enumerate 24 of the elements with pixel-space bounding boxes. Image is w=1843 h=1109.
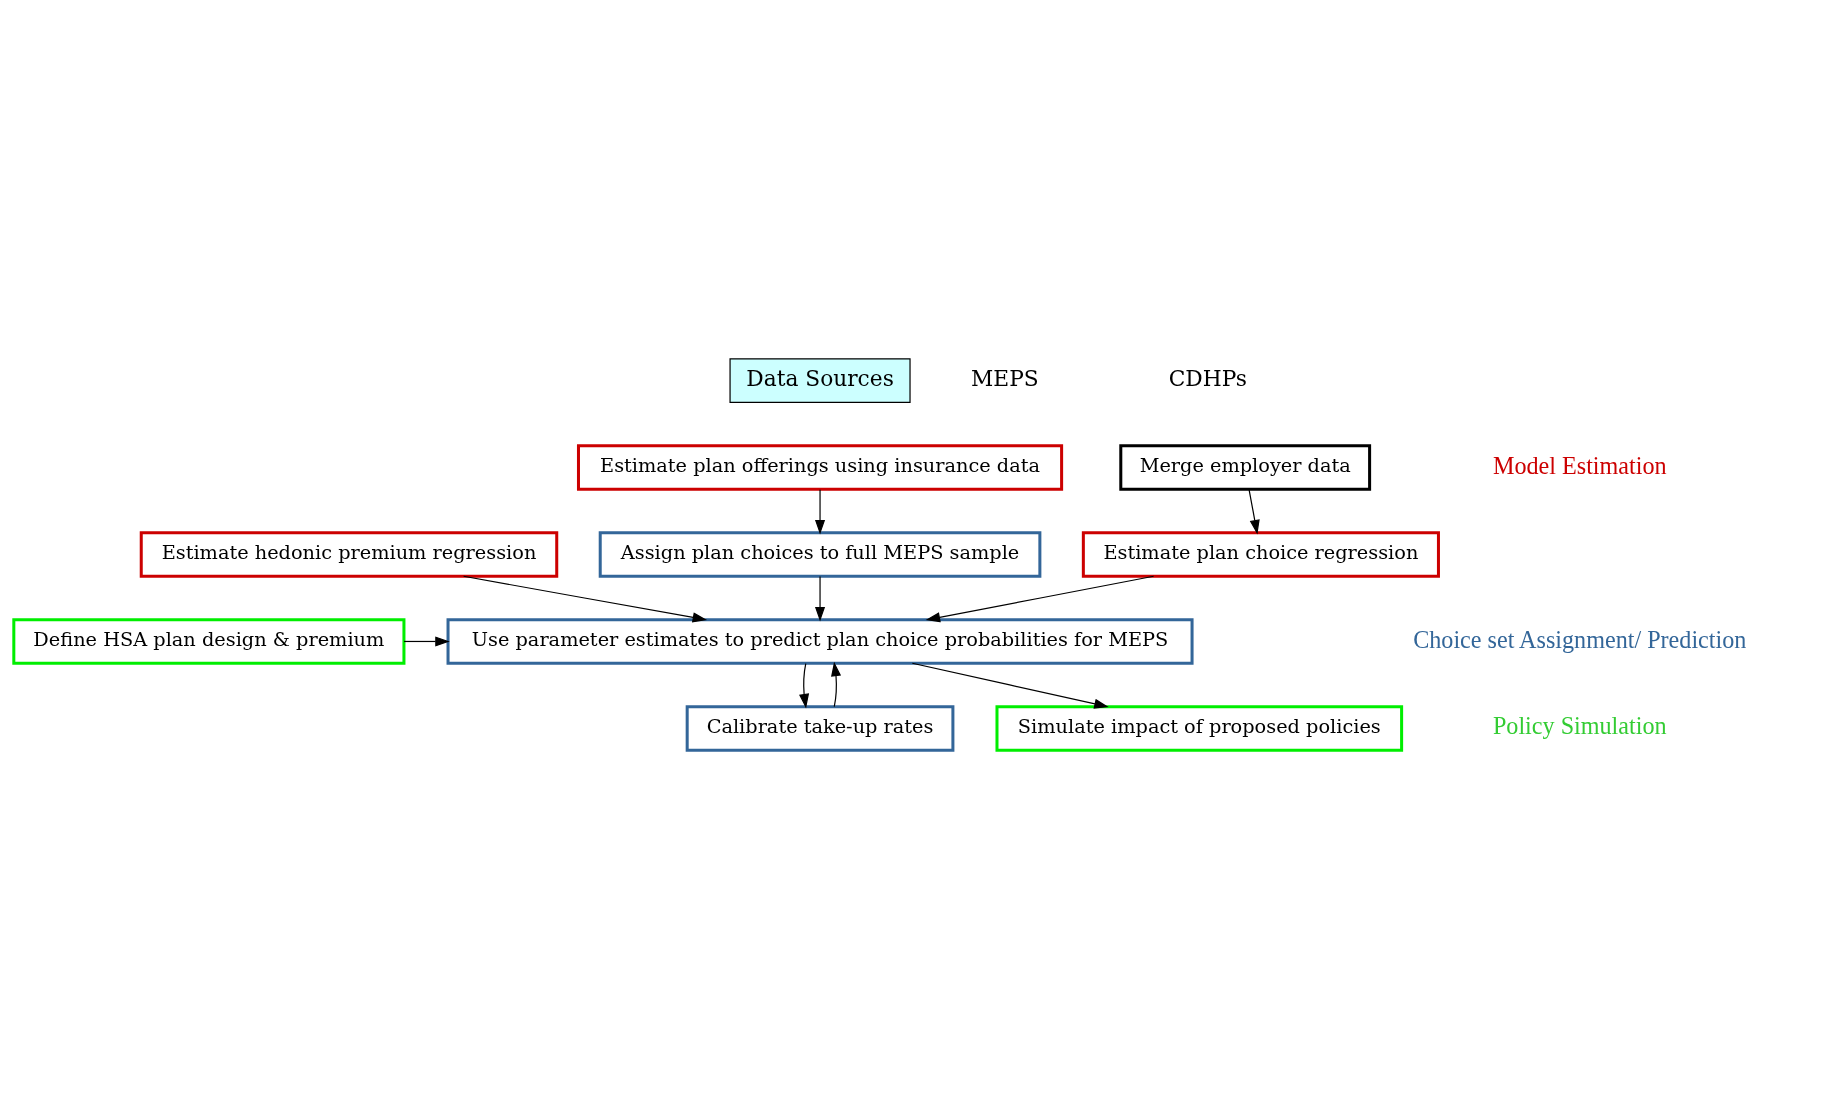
node-box: Define HSA plan design & premium bbox=[12, 618, 406, 665]
label: Data Sources bbox=[746, 365, 894, 391]
arrow bbox=[799, 662, 810, 709]
label: Policy Simulation bbox=[1492, 712, 1667, 740]
arrow bbox=[463, 575, 708, 623]
node-box: Simulate impact of proposed policies bbox=[995, 705, 1404, 752]
arrow bbox=[831, 661, 842, 708]
node-box: Assign plan choices to full MEPS sample bbox=[598, 531, 1042, 578]
node-box: Estimate plan choice regression bbox=[1081, 531, 1440, 578]
label: Model Estimation bbox=[1492, 451, 1667, 479]
arrow bbox=[911, 662, 1109, 709]
label: CDHPs bbox=[1168, 365, 1247, 391]
arrow bbox=[814, 489, 826, 535]
label: MEPS bbox=[971, 365, 1039, 391]
node-box: Estimate plan offerings using insurance data bbox=[576, 444, 1064, 491]
label: Choice set Assignment/ Prediction bbox=[1413, 625, 1747, 653]
node-box: Merge employer data bbox=[1119, 444, 1372, 491]
node-box: Calibrate take-up rates bbox=[685, 705, 955, 752]
arrow bbox=[403, 636, 450, 647]
arrow bbox=[814, 576, 826, 622]
arrow bbox=[1248, 489, 1260, 535]
node-box: Use parameter estimates to predict plan choice probabilities for MEPS bbox=[446, 618, 1194, 665]
node-box: Estimate hedonic premium regression bbox=[139, 531, 559, 578]
arrow bbox=[925, 575, 1155, 623]
